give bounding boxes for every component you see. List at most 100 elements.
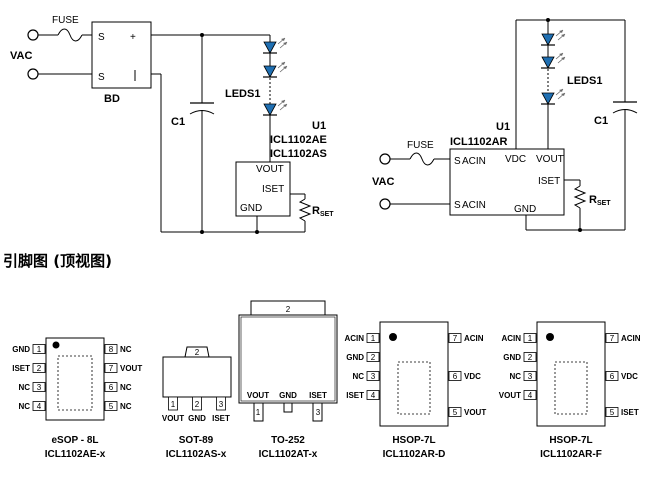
svg-text:S: S [98,72,105,83]
pin-label: VOUT [464,408,486,417]
circuit-right: VAC FUSE U1 ICL1102AR S ACIN S ACIN VDC … [372,18,638,232]
led-icon [262,99,288,116]
pin-label: ISET [212,414,230,423]
pin-number: 1 [371,334,376,343]
pin-number: 5 [109,402,114,411]
pin-box [366,371,380,381]
bridge-rectifier [91,21,152,89]
pin-box [32,344,46,354]
ic-part-2: ICL1102AS [270,148,327,160]
rset-label-right: RSET [589,194,611,207]
pin-label: NC [509,372,521,381]
bridge-plus: + [130,32,136,43]
pin-label: ISET [346,391,364,400]
vac-terminal-top [379,153,391,165]
pin-number: 6 [109,383,114,392]
bridge-label: BD [104,93,120,105]
vac-label-right: VAC [372,176,394,188]
package-part: ICL1102AT-x [259,449,318,460]
ic-pin-vout: VOUT [256,164,284,175]
pin-box [605,407,619,417]
pin-number: 4 [371,391,376,400]
fuse-label: FUSE [52,15,79,26]
pin-label: VOUT [162,414,184,423]
vac-label: VAC [10,50,32,62]
pin-box [32,363,46,373]
pin-label: VOUT [120,364,142,373]
pin-number: 2 [195,400,200,409]
cap-label: C1 [171,116,185,128]
pin-box [448,407,462,417]
pin-number: 7 [610,334,615,343]
svg-text:S: S [454,156,461,167]
vac-terminal-top [27,29,39,41]
circuit-left: VAC FUSE S S + BD C1 LEDS1 [10,15,334,234]
package-part: ICL1102AR-D [383,449,446,460]
leds-label: LEDS1 [225,88,260,100]
pin-label: VDC [621,372,638,381]
package-name: SOT-89 [179,435,214,446]
pin-label: NC [120,402,132,411]
package-part: ICL1102AR-F [540,449,602,460]
led-icon [540,52,566,69]
pin-number: 5 [610,408,615,417]
fuse-symbol [409,152,435,166]
rset-label: RSET [312,205,334,218]
pin-label: NC [120,383,132,392]
inner-label-iset: ISET [309,391,327,400]
pin-box [104,363,118,373]
pin-box [523,352,537,362]
ic-left [235,161,291,217]
pin-number: 4 [528,391,533,400]
pin-number: 4 [37,402,42,411]
pin-number: 6 [453,372,458,381]
ic-right [449,148,565,216]
pin-number: 3 [37,383,42,392]
package-name: HSOP-7L [392,435,435,446]
leds-label-right: LEDS1 [567,75,602,87]
pin-box [605,333,619,343]
pin-box [523,390,537,400]
ic-pin-gnd: GND [240,203,262,214]
cap-label-right: C1 [594,115,608,127]
tab-pin: 2 [286,305,291,314]
pin-label: ACIN [501,334,521,343]
pin-label: ISET [621,408,639,417]
pin-box [216,396,226,411]
pin-label: NC [120,345,132,354]
pin-number: 3 [371,372,376,381]
pin-label: NC [352,372,364,381]
svg-text:S: S [454,200,461,211]
vac-terminal-bottom [27,68,39,80]
pin-label: GND [188,414,206,423]
led-icon [540,29,566,46]
fuse-label-right: FUSE [407,140,434,151]
pin-num: 1 [256,408,261,417]
ic-ref-right: U1 [496,121,510,133]
pin-label: ACIN [464,334,484,343]
pin-box [366,352,380,362]
pin-number: 1 [171,400,176,409]
pin-box [605,371,619,381]
ic-part-right: ICL1102AR [450,136,508,148]
pin-num: 3 [316,408,321,417]
pin-number: 3 [528,372,533,381]
led-icon [540,88,566,105]
pin-number: 6 [610,372,615,381]
led-icon [262,37,288,54]
pin-box [104,382,118,392]
pin-label: ACIN [621,334,641,343]
pin-label: NC [18,402,30,411]
ic-part-1: ICL1102AE [270,134,327,146]
pin-label: GND [346,353,364,362]
pin-box [168,396,178,411]
pin-number: 2 [371,353,376,362]
pin-number: 7 [453,334,458,343]
ic-pin-iset: ISET [538,176,560,187]
pin-label: GND [503,353,521,362]
